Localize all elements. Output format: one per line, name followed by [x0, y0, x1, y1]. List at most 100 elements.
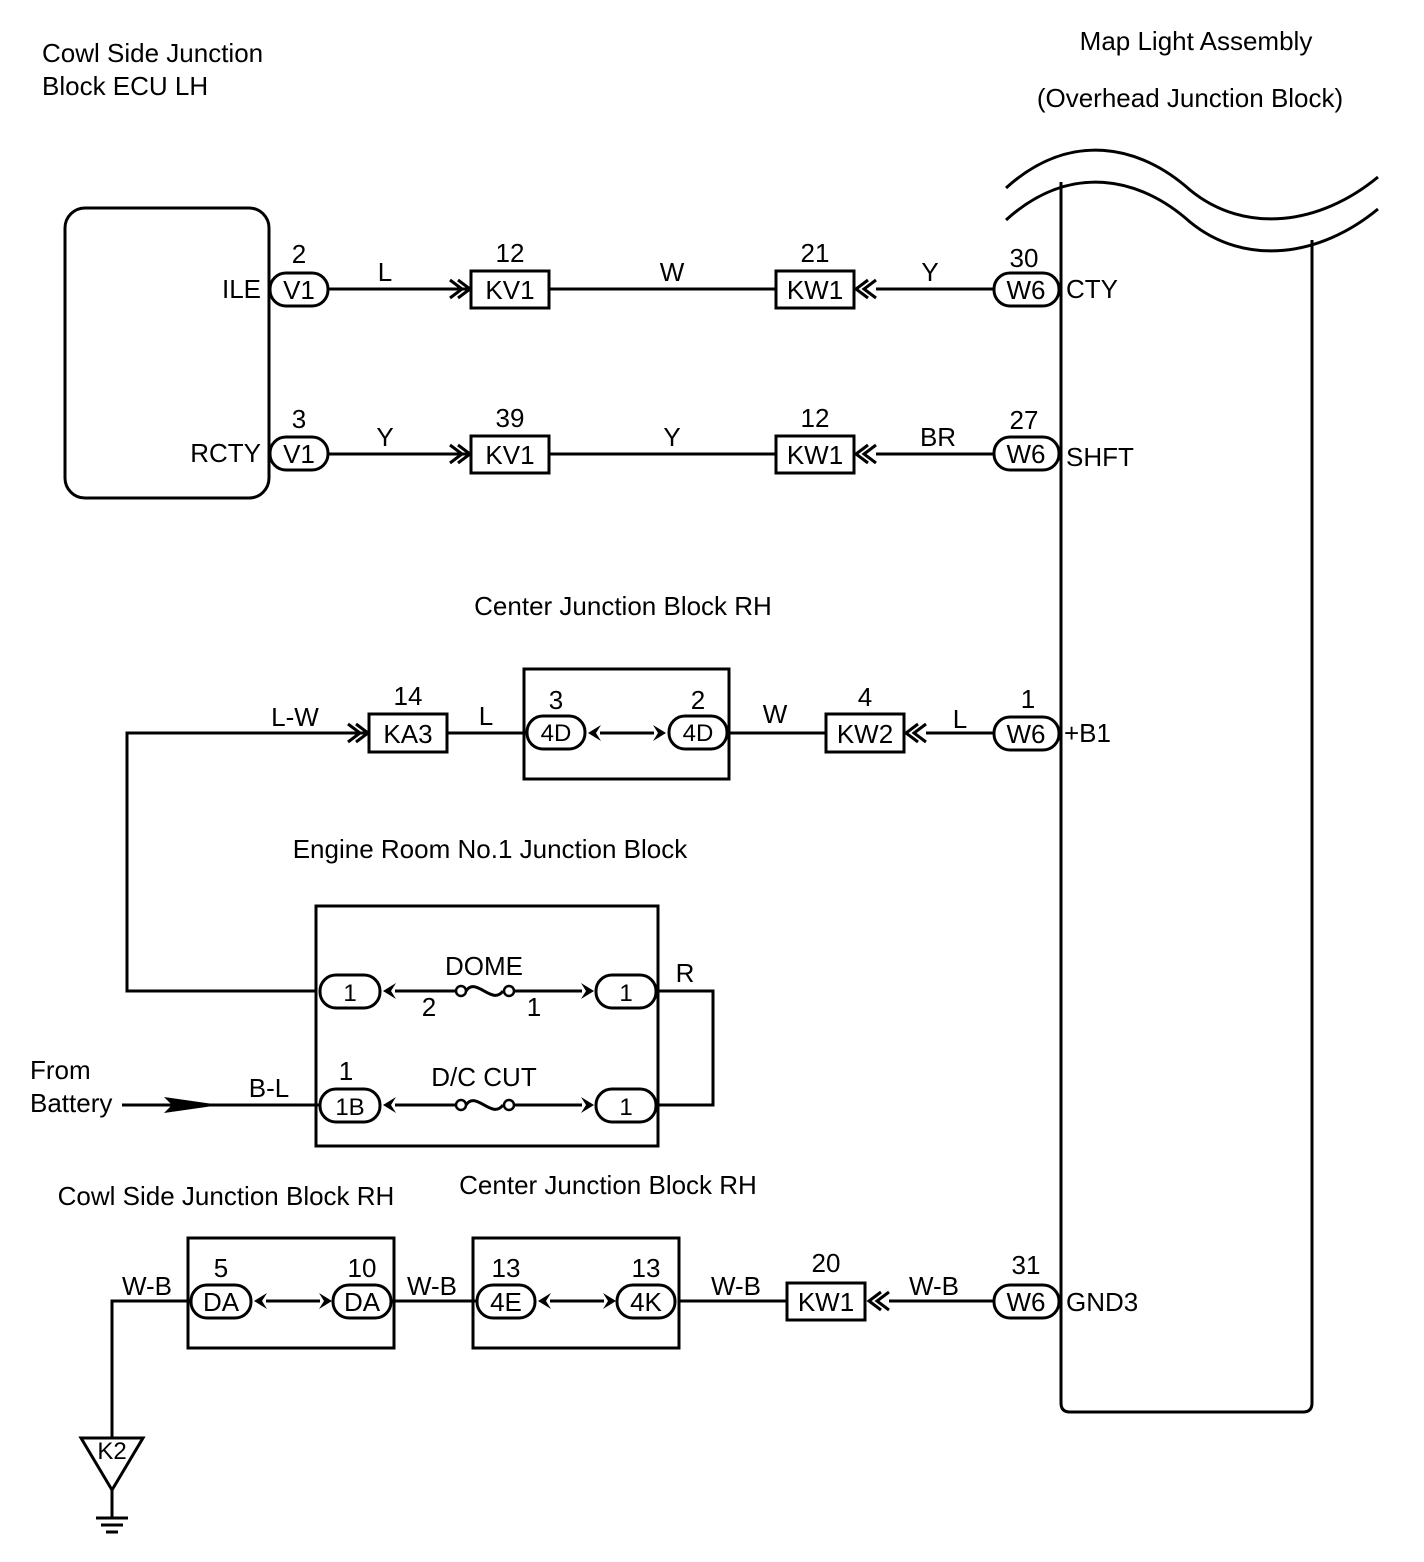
arrow-row4-kw1: [867, 1290, 891, 1312]
map-light-break-line-upper: [1004, 148, 1379, 221]
wire-color-row4-b: W-B: [711, 1271, 761, 1301]
tip-dome-left: [383, 983, 396, 999]
fuse-dome-label: DOME: [445, 951, 523, 981]
connector-4d-right: [667, 714, 729, 751]
pin-4e: 13: [492, 1253, 521, 1283]
center-jb-rh-bottom-title: Center Junction Block RH: [459, 1170, 757, 1200]
wire-color-row1-b: W: [660, 257, 685, 287]
fuse-dc-cut-label: D/C CUT: [431, 1062, 537, 1092]
wire-wb-ground: [110, 1299, 191, 1438]
connector-kw2: [824, 712, 906, 754]
fuse-dome-icon: [464, 985, 505, 997]
terminal-rcty: RCTY: [190, 438, 261, 468]
map-light-assembly-box: [1059, 182, 1314, 1414]
pin-4d-left: 3: [549, 685, 563, 715]
tip-dc-left: [383, 1097, 396, 1113]
wire-color-row1-a: L: [378, 257, 392, 287]
connector-w6-row4: [992, 1283, 1061, 1320]
fuse-dc-terminal-right: [502, 1098, 516, 1112]
fuse-dome-pin-right: 1: [527, 992, 541, 1022]
connector-kw1-row1: [774, 269, 856, 310]
connector-ka3-label: KA3: [383, 719, 432, 749]
connector-1b-label: 1B: [335, 1094, 364, 1121]
connector-kv1-row2-label: KV1: [485, 440, 534, 470]
engine-room-jb-box: [314, 904, 660, 1148]
connector-4e-label: 4E: [490, 1287, 522, 1317]
tip-dome-right: [581, 983, 594, 999]
pin-1b: 1: [339, 1056, 353, 1086]
wire-r-jumper: [656, 989, 715, 1107]
wire-color-row3-l1: L: [479, 701, 493, 731]
from-battery-line1: From: [30, 1055, 91, 1085]
pin-da-left: 5: [214, 1253, 228, 1283]
connector-kw1-row2-label: KW1: [787, 440, 843, 470]
connector-v1-row2-label: V1: [283, 439, 315, 469]
wire-color-row1-c: Y: [921, 257, 938, 287]
arrow-row2-kw1: [854, 443, 878, 465]
connector-dc-right-label: 1: [619, 1094, 632, 1121]
connector-kw1-row2: [774, 434, 856, 475]
connector-dome-left-label: 1: [343, 980, 356, 1007]
from-battery-line2: Battery: [30, 1088, 112, 1118]
pin-v1-row2: 3: [292, 404, 306, 434]
wire-color-row3-w: W: [763, 699, 788, 729]
connector-da-left-label: DA: [203, 1287, 240, 1317]
terminal-gnd3: GND3: [1066, 1287, 1138, 1317]
connector-kv1-row1: [469, 269, 551, 310]
pin-w6-row4: 31: [1012, 1250, 1041, 1280]
fuse-dome-pin-left: 2: [422, 992, 436, 1022]
tip-4e: [538, 1293, 551, 1309]
terminal-ile: ILE: [222, 274, 261, 304]
wire-color-row3-l2: L: [953, 704, 967, 734]
connector-kv1-row2: [469, 434, 551, 475]
wire-color-row4-c: W-B: [909, 1271, 959, 1301]
pin-kv1-row1: 12: [496, 238, 525, 268]
wire-color-row4-a: W-B: [407, 1271, 457, 1301]
connector-dc-right: [594, 1087, 658, 1124]
connector-4d-left-label: 4D: [541, 720, 572, 747]
fuse-dc-terminal-left: [454, 1098, 468, 1112]
connector-4k-label: 4K: [630, 1287, 662, 1317]
cowl-lh-title-line1: Cowl Side Junction: [42, 38, 263, 68]
cowl-rh-title: Cowl Side Junction Block RH: [58, 1181, 395, 1211]
connector-w6-row1: [992, 271, 1061, 308]
tip-4d-right: [653, 725, 666, 741]
ground-point-k2-label: K2: [97, 1438, 126, 1465]
tip-da-left: [254, 1293, 267, 1309]
wire-color-row2-a: Y: [376, 422, 393, 452]
pin-da-right: 10: [348, 1253, 377, 1283]
wire-color-row2-c: BR: [920, 422, 956, 452]
cowl-rh-box: [186, 1236, 396, 1350]
center-jb-rh-top-title: Center Junction Block RH: [474, 591, 772, 621]
terminal-cty: CTY: [1066, 274, 1118, 304]
map-light-break-line-lower: [1004, 180, 1379, 253]
fuse-dome-terminal-right: [502, 984, 516, 998]
fuse-dome-terminal-left: [454, 984, 468, 998]
connector-kw1-row4: [785, 1281, 867, 1322]
terminal-shft: SHFT: [1066, 442, 1134, 472]
wire-color-r: R: [676, 958, 695, 988]
connector-v1-row1-label: V1: [283, 275, 315, 305]
connector-w6-row3: [992, 715, 1061, 752]
connector-w6-row4-label: W6: [1007, 1287, 1046, 1317]
connector-4k: [615, 1283, 677, 1320]
connector-w6-row1-label: W6: [1007, 275, 1046, 305]
pin-kw2: 4: [858, 682, 872, 712]
tip-da-right: [319, 1293, 332, 1309]
pin-ka3: 14: [394, 681, 423, 711]
wire-color-lw: L-W: [271, 702, 319, 732]
pin-w6-row1: 30: [1010, 243, 1039, 273]
pin-w6-row3: 1: [1021, 684, 1035, 714]
tip-4d-left: [588, 725, 601, 741]
connector-4d-left: [525, 714, 587, 751]
connector-kw1-row1-label: KW1: [787, 275, 843, 305]
connector-4e: [475, 1283, 537, 1320]
center-jb-rh-bottom-box: [471, 1236, 681, 1350]
connector-da-left: [189, 1283, 253, 1320]
connector-kw1-row4-label: KW1: [798, 1287, 854, 1317]
cowl-lh-title-line2: Block ECU LH: [42, 71, 208, 101]
pin-kv1-row2: 39: [496, 403, 525, 433]
connector-kv1-row1-label: KV1: [485, 275, 534, 305]
connector-w6-row2: [992, 435, 1061, 472]
wire-color-wb-ground: W-B: [122, 1271, 172, 1301]
